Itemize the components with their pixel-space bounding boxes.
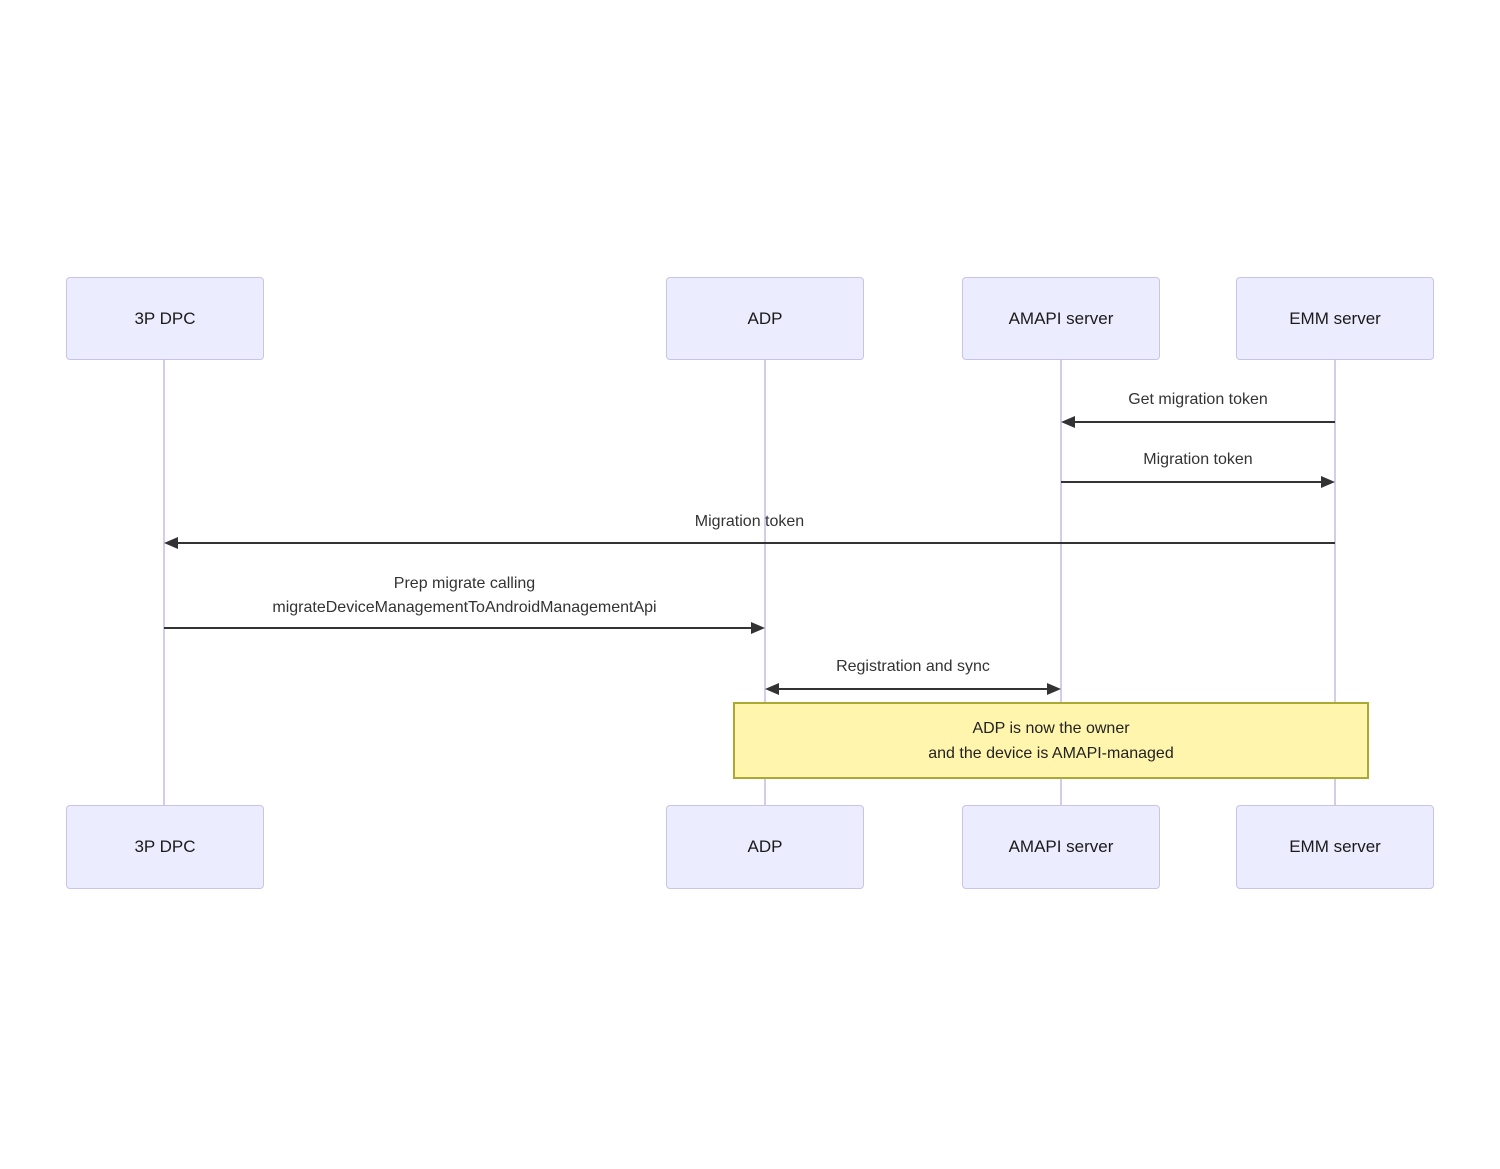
actor-amapi-server-top: AMAPI server: [962, 277, 1160, 360]
actor-label: EMM server: [1289, 837, 1381, 856]
message-prep-migrate-label-line2: migrateDeviceManagementToAndroidManageme…: [272, 599, 657, 616]
actor-label: AMAPI server: [1008, 837, 1114, 856]
message-prep-migrate-line: [164, 627, 753, 629]
actor-3p-dpc-bottom: 3P DPC: [66, 805, 264, 889]
message-get-migration-token-line: [1073, 421, 1335, 423]
message-get-migration-token-label: Get migration token: [1128, 391, 1268, 408]
arrowhead-right-icon: [1047, 683, 1061, 695]
message-migration-token-to-emm-line: [1061, 481, 1323, 483]
arrowhead-left-icon: [164, 537, 178, 549]
actor-adp-top: ADP: [666, 277, 864, 360]
lifeline-amapi-server: [1060, 360, 1062, 805]
actor-adp-bottom: ADP: [666, 805, 864, 889]
note-line1: ADP is now the owner: [972, 720, 1130, 737]
actor-label: 3P DPC: [134, 308, 196, 328]
arrowhead-right-icon: [1321, 476, 1335, 488]
actor-emm-server-bottom: EMM server: [1236, 805, 1434, 889]
actor-emm-server-top: EMM server: [1236, 277, 1434, 360]
actor-label: 3P DPC: [134, 837, 196, 856]
arrowhead-right-icon: [751, 622, 765, 634]
actor-label: ADP: [747, 308, 783, 328]
actor-label: AMAPI server: [1008, 308, 1114, 328]
message-migration-token-to-emm-label: Migration token: [1143, 451, 1253, 468]
note-line2: and the device is AMAPI-managed: [928, 745, 1174, 762]
arrowhead-left-icon: [765, 683, 779, 695]
lifeline-adp: [764, 360, 766, 805]
message-migration-token-to-dpc-label: Migration token: [694, 513, 805, 530]
lifeline-3p-dpc: [163, 360, 165, 805]
message-prep-migrate-label-line1: Prep migrate calling: [393, 575, 536, 592]
message-registration-sync-label: Registration and sync: [836, 658, 990, 675]
message-prep-migrate-label: Prep migrate calling migrateDeviceManage…: [164, 572, 765, 620]
actor-amapi-server-bottom: AMAPI server: [962, 805, 1160, 889]
actor-label: ADP: [747, 837, 783, 856]
actor-3p-dpc-top: 3P DPC: [66, 277, 264, 360]
message-migration-token-to-dpc-line: [176, 542, 1335, 544]
message-registration-sync-line: [777, 688, 1049, 690]
lifeline-emm-server: [1334, 360, 1336, 805]
note-box: ADP is now the owner and the device is A…: [733, 702, 1369, 779]
actor-label: EMM server: [1289, 308, 1381, 328]
arrowhead-left-icon: [1061, 416, 1075, 428]
